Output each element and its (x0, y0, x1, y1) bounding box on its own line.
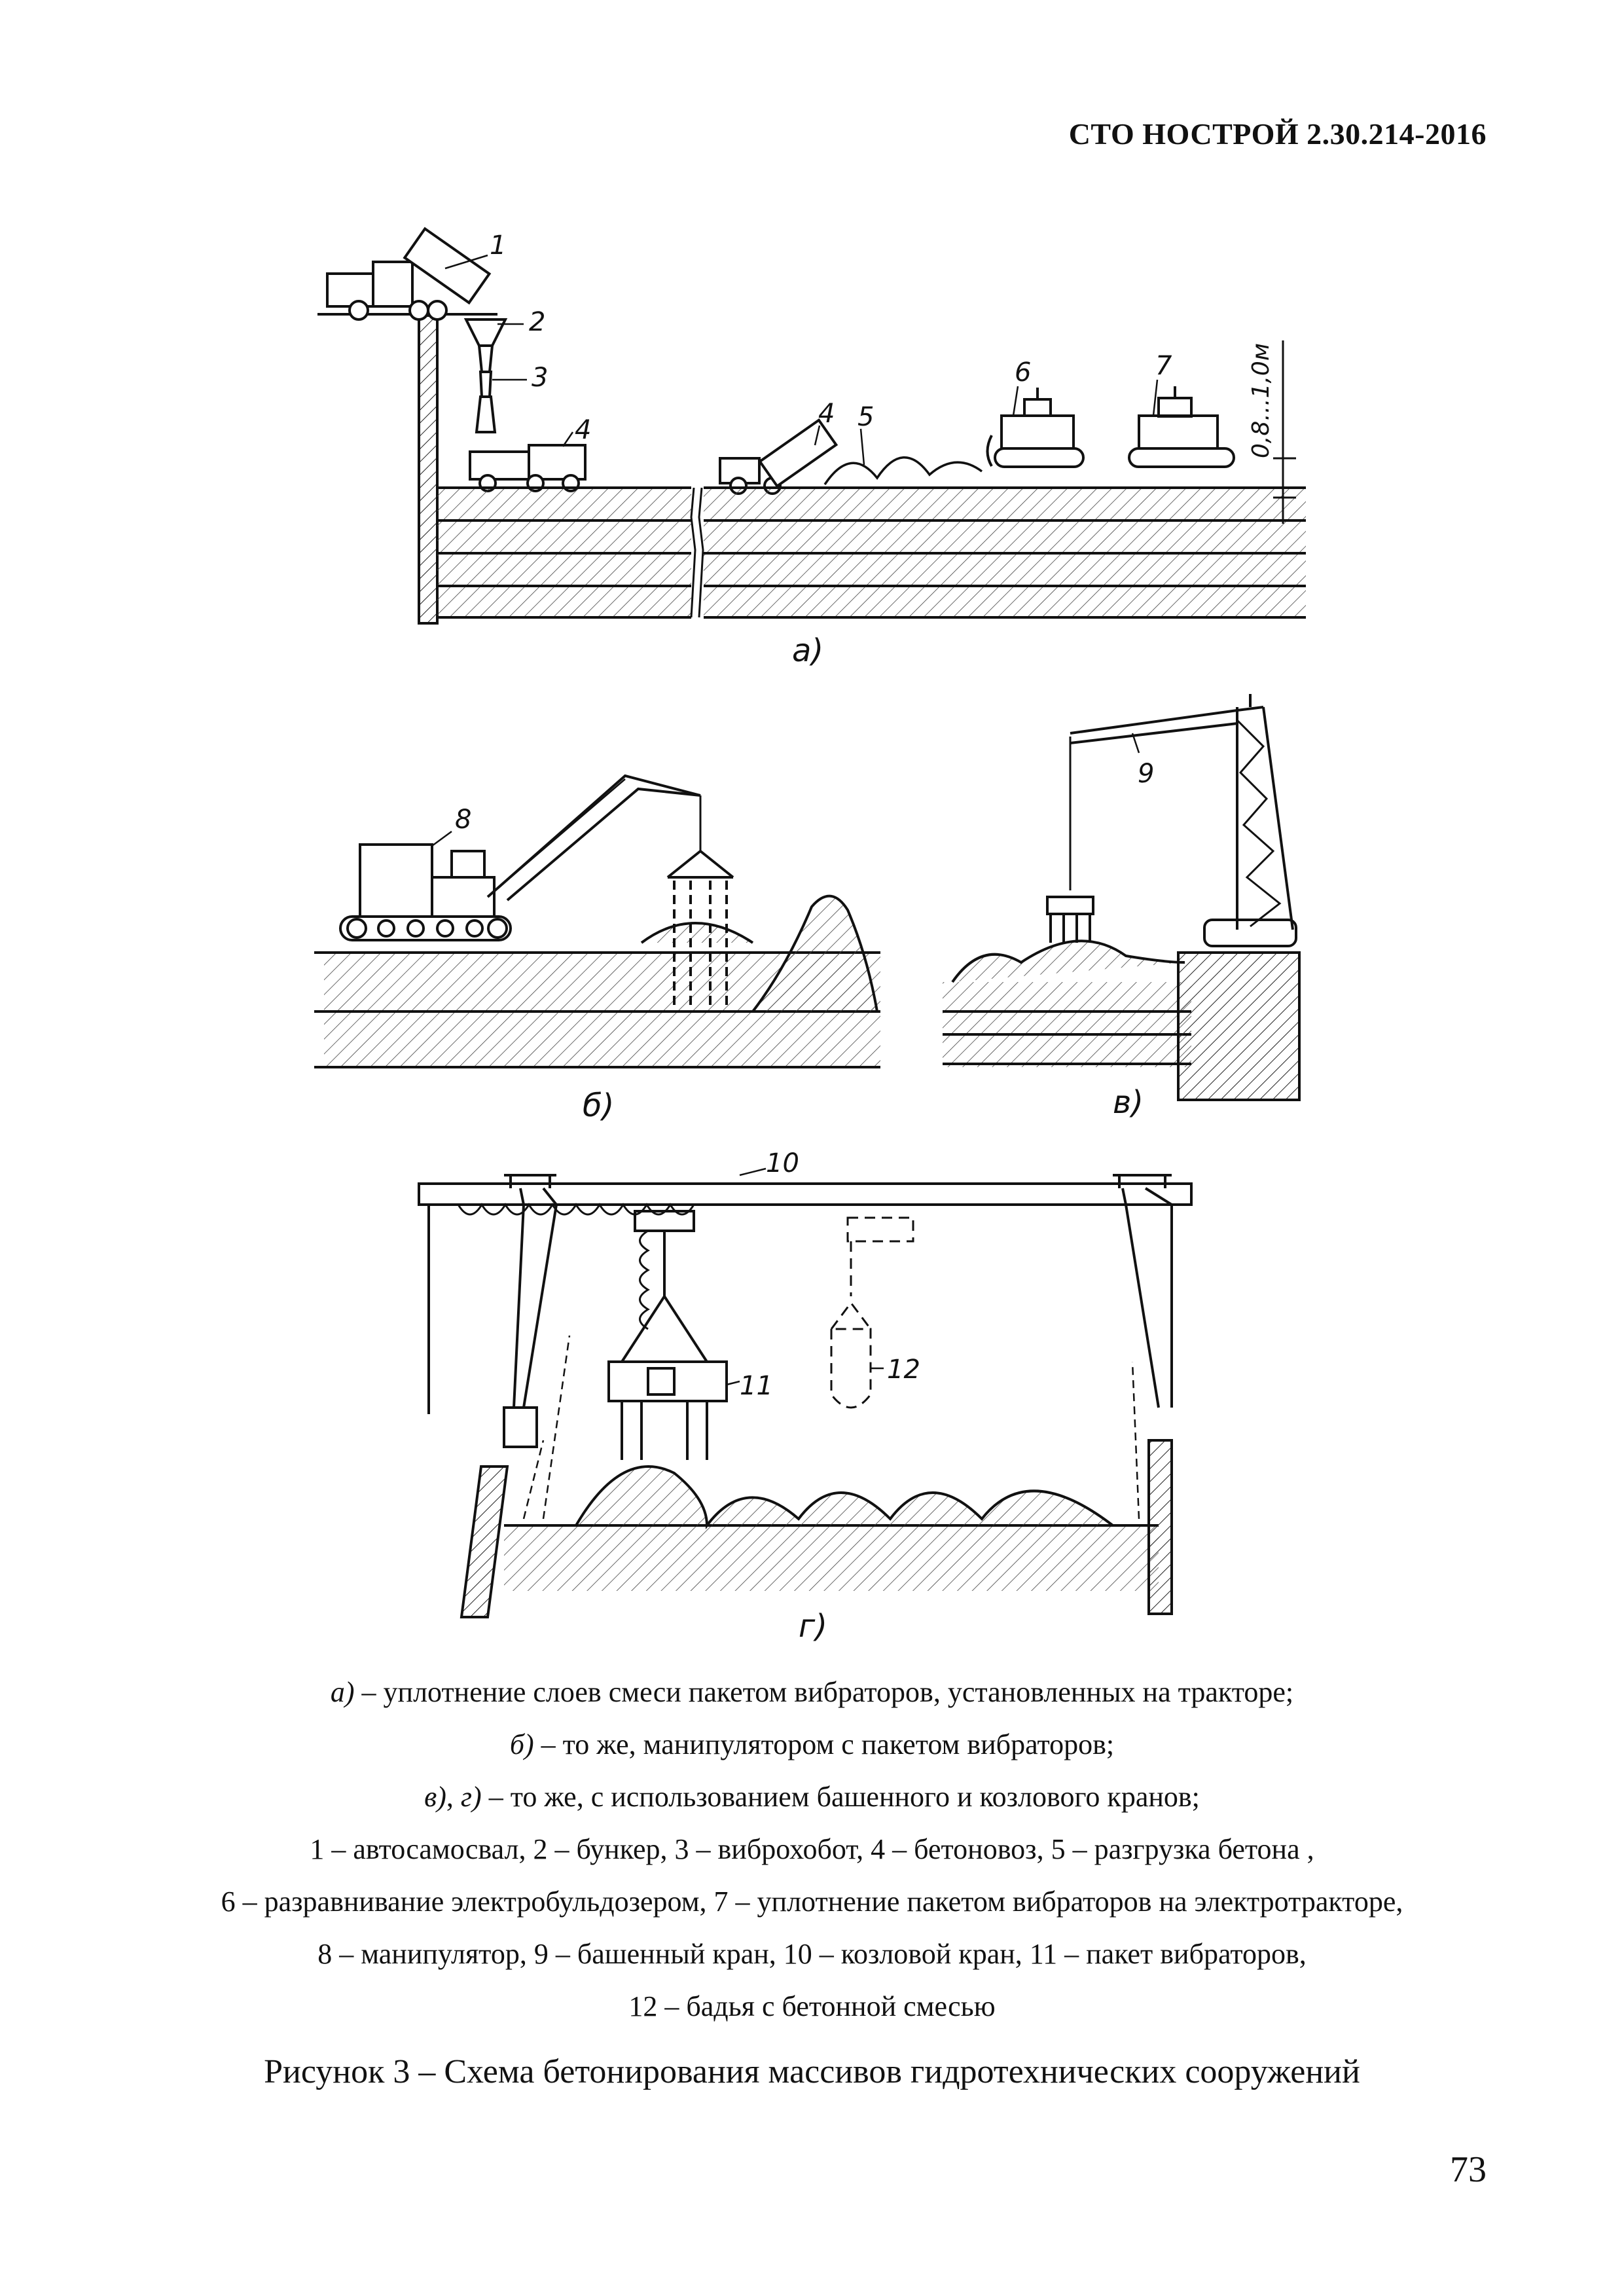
callout-12: 12 (887, 1355, 920, 1385)
caption-prefix-b: б) (509, 1728, 534, 1760)
callout-4b: 4 (818, 399, 835, 429)
subfigure-a-drawing (317, 227, 1306, 625)
subfigure-v-drawing (943, 694, 1301, 1101)
caption-prefix-a: а) (330, 1676, 355, 1708)
concrete-layers (437, 486, 1306, 619)
callout-7: 7 (1155, 351, 1172, 381)
manipulator-icon (339, 774, 734, 1008)
figure-title: Рисунок 3 – Схема бетонирования массивов… (264, 2053, 1360, 2090)
subfigure-g-label: г) (799, 1608, 827, 1645)
caption-text-vg: – то же, с использованием башенного и ко… (481, 1781, 1200, 1813)
dump-truck-icon (326, 227, 492, 321)
caption-text-a: – уплотнение слоев смеси пакетом вибрато… (354, 1676, 1294, 1708)
caption-separator: , (446, 1781, 461, 1813)
legend-line: 8 – манипулятор, 9 – башенный кран, 10 –… (317, 1938, 1307, 1970)
subfigure-b-drawing (314, 774, 880, 1068)
callout-4: 4 (575, 415, 591, 445)
legend-line: 6 – разравнивание электробульдозером, 7 … (221, 1886, 1403, 1918)
callout-9: 9 (1138, 759, 1154, 789)
document-code-header: СТО НОСТРОЙ 2.30.214-2016 (1068, 117, 1487, 151)
subfigure-g-callouts: 10 11 12 г) (740, 1148, 920, 1645)
callout-6: 6 (1015, 357, 1031, 388)
dimension-label: 0,8...1,0м (1248, 343, 1274, 458)
concreting-scheme-figure: 1 2 3 4 4 5 6 7 0,8...1,0м а) (314, 227, 1306, 1645)
callout-2: 2 (529, 307, 545, 337)
callout-11: 11 (740, 1371, 773, 1401)
caption-line-a: а) – уплотнение слоев смеси пакетом вибр… (0, 1666, 1624, 1719)
legend-line: 12 – бадья с бетонной смесью (628, 1990, 996, 2022)
callout-8: 8 (455, 805, 471, 835)
concrete-truck-icon (469, 444, 586, 492)
subfigure-a-label: а) (792, 632, 823, 669)
callout-10: 10 (766, 1148, 799, 1178)
callout-1: 1 (490, 230, 506, 261)
electric-tractor-icon (1128, 386, 1235, 468)
caption-prefix-g: г) (460, 1781, 482, 1813)
page-number: 73 (1450, 2149, 1487, 2190)
caption-prefix-v: в) (424, 1781, 446, 1813)
subfigure-v-label: в) (1113, 1084, 1144, 1121)
concrete-bucket-icon (830, 1216, 914, 1409)
subfigure-v-callouts: 9 в) (1113, 759, 1154, 1121)
caption-line-vg: в), г) – то же, с использованием башенно… (0, 1771, 1624, 1823)
subfigure-b-callouts: 8 б) (455, 805, 614, 1124)
callout-5: 5 (857, 402, 874, 432)
subfigure-g-drawing (418, 1167, 1193, 1618)
subfigure-b-label: б) (583, 1087, 614, 1124)
legend-line: 1 – автосамосвал, 2 – бункер, 3 – виброх… (310, 1833, 1314, 1865)
caption-line-b: б) – то же, манипулятором с пакетом вибр… (0, 1719, 1624, 1771)
caption-text-b: – то же, манипулятором с пакетом вибрато… (533, 1728, 1115, 1760)
subfigure-a-callouts: 1 2 3 4 4 5 6 7 0,8...1,0м а) (490, 230, 1274, 669)
bulldozer-icon (986, 388, 1085, 468)
callout-3: 3 (532, 363, 548, 393)
tower-crane-icon (1046, 694, 1297, 947)
figure-caption: а) – уплотнение слоев смеси пакетом вибр… (0, 1666, 1624, 2033)
bunker-vibrochute-icon (463, 318, 508, 433)
vibrator-pack-icon (607, 1210, 728, 1460)
